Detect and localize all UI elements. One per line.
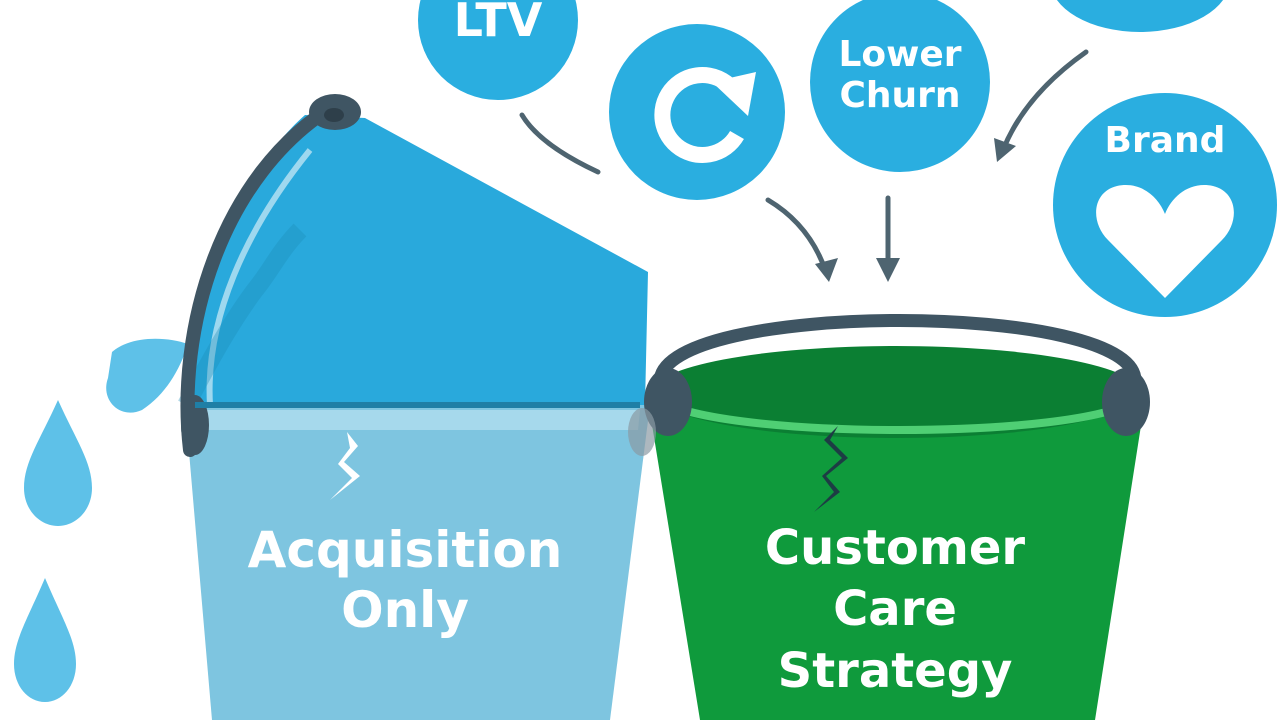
refresh-arrowhead-icon <box>712 72 756 116</box>
lower-churn-line-2: Churn <box>839 75 961 117</box>
left-bucket-label: Acquisition Only <box>240 520 570 640</box>
left-bucket-label-line-1: Acquisition <box>247 521 563 579</box>
arrows <box>519 49 1089 282</box>
left-bucket <box>178 94 650 720</box>
lower-churn-circle <box>810 0 990 172</box>
brand-label: Brand <box>1104 120 1226 161</box>
lower-churn-line-1: Lower <box>838 34 962 75</box>
droplet <box>14 578 76 702</box>
ltv-label: LTV <box>453 0 543 47</box>
heart-icon <box>1096 185 1234 298</box>
retention-circle <box>609 24 785 200</box>
crack <box>814 426 848 512</box>
ltv-circle <box>418 0 578 100</box>
arrow-ltv <box>519 112 601 175</box>
arrow-retention <box>765 197 829 275</box>
splash <box>106 338 188 413</box>
right-bucket-handle <box>653 314 1142 389</box>
right-bucket-label: Customer Care Strategy <box>730 518 1060 702</box>
top-right-circle <box>1056 0 1224 32</box>
brand-circle <box>1053 93 1277 317</box>
right-bucket-label-line-2: Care <box>833 581 957 638</box>
left-bucket-label-line-2: Only <box>341 581 469 639</box>
right-bucket-label-line-1: Customer <box>764 520 1026 576</box>
lower-churn-label: Lower Churn <box>818 34 982 117</box>
right-bucket-label-line-3: Strategy <box>777 642 1013 699</box>
refresh-icon <box>654 67 744 163</box>
crack <box>330 432 360 500</box>
arrow-top-right <box>1000 49 1089 153</box>
right-bucket <box>628 314 1150 720</box>
droplet <box>24 400 92 526</box>
water-droplets <box>14 338 188 702</box>
